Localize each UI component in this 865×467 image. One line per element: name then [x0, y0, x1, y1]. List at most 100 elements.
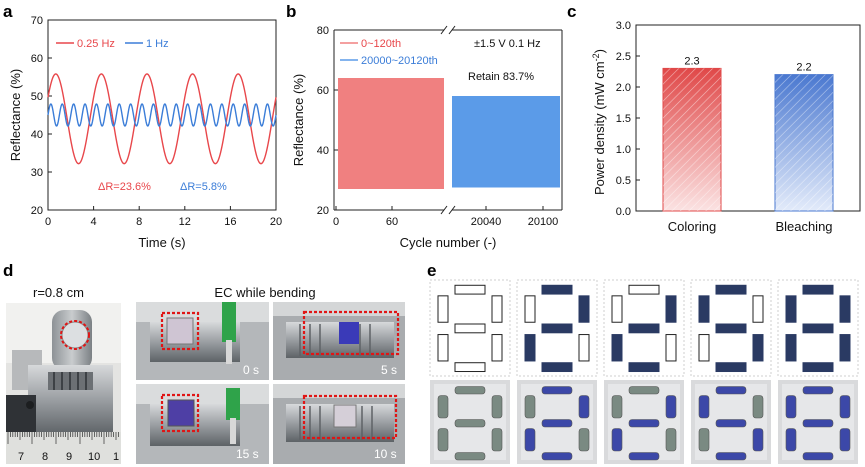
- segment-on: [541, 323, 573, 334]
- chart-a-x-tick-label: 8: [136, 216, 142, 228]
- segment-off: [437, 334, 449, 362]
- device-segment-colored: [524, 428, 536, 452]
- highlight-box: [160, 311, 200, 351]
- chart-c-power-density: 0.00.51.01.52.02.53.0 2.3Coloring2.2Blea…: [591, 20, 861, 234]
- chart-b-y-tick-label: 40: [317, 145, 329, 157]
- segment-off: [491, 295, 503, 323]
- chart-a-y-tick-label: 70: [31, 15, 43, 27]
- bending-rig-photo: 7 8 9 10 1: [6, 303, 121, 464]
- chart-a-y-tick-label: 30: [31, 167, 43, 179]
- chart-a-legend-label-0: 0.25 Hz: [77, 38, 115, 50]
- segment-on: [715, 362, 747, 373]
- device-segment-colored: [785, 395, 797, 419]
- device-segment-bleached: [698, 428, 710, 452]
- segment-off: [491, 334, 503, 362]
- chart-a-y-tick-label: 50: [31, 91, 43, 103]
- chart-a-x-tick-label: 20: [270, 216, 282, 228]
- chart-c-y-tick-label: 1.5: [616, 113, 631, 125]
- ruler-tick-label-2: 9: [66, 451, 72, 463]
- device-segment-colored: [541, 386, 573, 395]
- segment-on: [839, 334, 851, 362]
- chart-b-y-tick-label: 60: [317, 85, 329, 97]
- chart-a-annotation-0: ΔR=23.6%: [98, 181, 151, 193]
- highlight-box: [160, 393, 200, 433]
- chart-a-y-label: Reflectance (%): [8, 69, 23, 161]
- chart-b-x-tick-label: 20040: [471, 216, 502, 228]
- bending-frame-15s: 15 s: [136, 384, 269, 464]
- chart-b-x-tick-label: 0: [333, 216, 339, 228]
- segment-diagram-4: [777, 279, 859, 377]
- bending-radius-label: r=0.8 cm: [33, 285, 84, 300]
- segment-diagram-3: [690, 279, 772, 377]
- device-segment-bleached: [752, 395, 764, 419]
- device-segment-bleached: [578, 428, 590, 452]
- device-segment-colored: [839, 395, 851, 419]
- chart-b-y-tick-label: 80: [317, 25, 329, 37]
- panel-label-b: b: [286, 2, 296, 21]
- chart-b-axis-break-bottom: [440, 205, 456, 215]
- panel-label-e: e: [427, 261, 436, 280]
- frame-time-2: 15 s: [236, 447, 259, 461]
- chart-c-value-label-0: 2.3: [684, 55, 699, 67]
- chart-b-x-tick-label: 60: [386, 216, 398, 228]
- device-segment-colored: [541, 452, 573, 461]
- segment-device-photo-4: [778, 380, 858, 464]
- ec-bending-header: EC while bending: [214, 285, 315, 300]
- chart-a-series-0-25hz: [47, 73, 277, 165]
- segment-off: [454, 323, 486, 334]
- chart-c-bar-hatch-0: [663, 68, 721, 212]
- segment-off: [524, 295, 536, 323]
- device-segment-bleached: [665, 428, 677, 452]
- panel-d-bending-photos: r=0.8 cm EC while bending 7 8 9: [6, 285, 405, 464]
- segment-on: [698, 295, 710, 323]
- segment-on: [665, 295, 677, 323]
- chart-c-y-tick-label: 3.0: [616, 20, 631, 32]
- device-segment-colored: [578, 395, 590, 419]
- device-segment-bleached: [437, 428, 449, 452]
- segment-on: [628, 362, 660, 373]
- chart-b-annotation-1: Retain 83.7%: [468, 71, 534, 83]
- segment-device-photo-3: [691, 380, 771, 464]
- frame-time-1: 5 s: [381, 363, 397, 377]
- chart-c-y-tick-label: 1.0: [616, 144, 631, 156]
- chart-a-x-tick-label: 0: [45, 216, 51, 228]
- chart-c-y-ticks: 0.00.51.01.52.02.53.0: [616, 20, 640, 218]
- chart-c-y-tick-label: 0.0: [616, 206, 631, 218]
- chart-c-value-label-1: 2.2: [796, 62, 811, 74]
- chart-b-x-tick-label: 20100: [528, 216, 559, 228]
- chart-c-bar-hatch-1: [775, 74, 833, 211]
- chart-b-series-0-band: [338, 78, 444, 189]
- device-segment-bleached: [437, 395, 449, 419]
- segment-on: [715, 323, 747, 334]
- chart-c-category-label-1: Bleaching: [775, 219, 832, 234]
- segment-off: [665, 334, 677, 362]
- device-segment-bleached: [491, 428, 503, 452]
- probe-clip: [222, 302, 236, 342]
- device-segment-colored: [665, 395, 677, 419]
- chart-a-legend-label-1: 1 Hz: [146, 38, 169, 50]
- segment-on: [802, 362, 834, 373]
- device-segment-colored: [785, 428, 797, 452]
- segment-off: [698, 334, 710, 362]
- segment-on: [785, 295, 797, 323]
- device-segment-colored: [715, 452, 747, 461]
- chart-c-y-tick-label: 2.5: [616, 51, 631, 63]
- ec-pixel-colored: [339, 322, 359, 344]
- chart-a-x-tick-label: 4: [91, 216, 97, 228]
- segment-device-photo-2: [604, 380, 684, 464]
- chart-a-series-1hz: [47, 103, 277, 127]
- segment-on: [611, 334, 623, 362]
- segment-diagram-1: [516, 279, 598, 377]
- chart-a-x-tick-label: 12: [179, 216, 191, 228]
- bending-frame-0s: 0 s: [136, 302, 269, 380]
- segment-on: [802, 284, 834, 295]
- segment-on: [524, 334, 536, 362]
- segment-off: [578, 334, 590, 362]
- chart-a-x-label: Time (s): [138, 235, 185, 250]
- segment-on: [715, 284, 747, 295]
